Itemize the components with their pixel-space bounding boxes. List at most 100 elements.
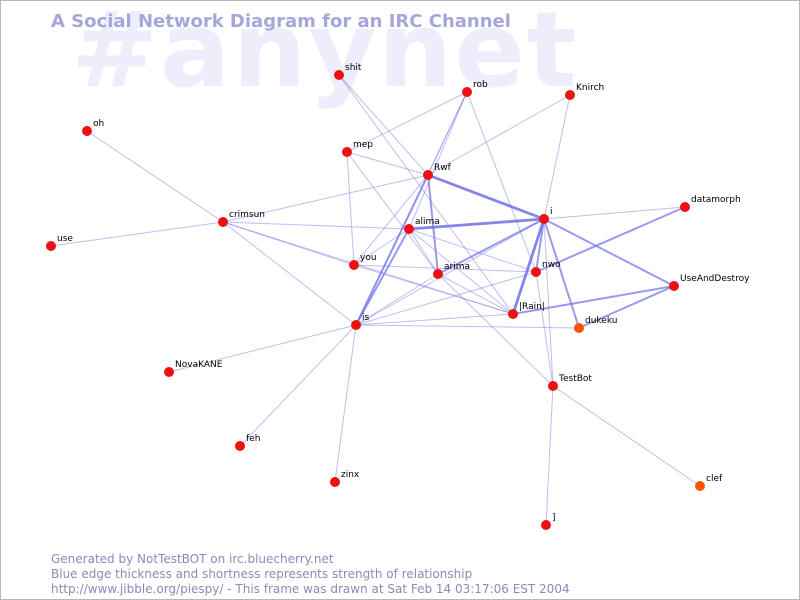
edge-TestBot-bracket bbox=[545, 385, 554, 526]
footer-frame-info: http://www.jibble.org/piespy/ - This fra… bbox=[51, 582, 570, 596]
edge-i-Rwf bbox=[427, 173, 545, 221]
edge-i-alima bbox=[408, 217, 545, 231]
edge-i-is bbox=[355, 218, 545, 326]
node-label: clef bbox=[706, 474, 723, 484]
edge-layer bbox=[50, 74, 701, 526]
node-label: arima bbox=[444, 262, 470, 272]
node-label: i bbox=[550, 207, 553, 217]
edge-rob-nwo bbox=[466, 91, 537, 273]
node-zinx: zinx bbox=[330, 470, 360, 487]
edge-Rwf-arima bbox=[427, 174, 439, 275]
node-dot bbox=[462, 87, 472, 97]
edge-Rwf-is bbox=[355, 174, 429, 326]
node-label: is bbox=[362, 313, 370, 323]
edge-nwo-datamorph bbox=[535, 206, 686, 273]
edge-Rwf-shit bbox=[338, 74, 429, 176]
edge-is-feh bbox=[239, 324, 357, 447]
edge-shit-Rainl bbox=[338, 74, 514, 315]
node-Knirch: Knirch bbox=[565, 83, 604, 100]
channel-watermark: #anynet bbox=[71, 0, 579, 111]
footer: Generated by NotTestBOT on irc.bluecherr… bbox=[51, 552, 570, 597]
node-label: |Rain| bbox=[519, 302, 545, 312]
edge-i-datamorph bbox=[543, 206, 686, 220]
edge-i-Rainl bbox=[511, 218, 546, 315]
edge-alima-nwo bbox=[408, 228, 537, 273]
node-label: UseAndDestroy bbox=[680, 274, 750, 284]
edge-nwo-is bbox=[355, 271, 537, 326]
node-dot bbox=[342, 147, 352, 157]
edge-rob-mep bbox=[346, 91, 468, 153]
edge-you-nwo bbox=[353, 264, 537, 273]
edge-TestBot-clef bbox=[552, 385, 701, 487]
edge-is-NovaKANE bbox=[168, 324, 357, 373]
node-label: use bbox=[57, 234, 73, 244]
node-dot bbox=[669, 281, 679, 291]
node-dot bbox=[235, 441, 245, 451]
edge-is-zinx bbox=[334, 324, 357, 483]
node-i: i bbox=[539, 207, 553, 224]
node-dot bbox=[680, 202, 690, 212]
node-label: rob bbox=[473, 80, 488, 90]
node-label: zinx bbox=[341, 470, 360, 480]
edge-Rwf-you bbox=[353, 174, 429, 266]
edge-alima-is bbox=[355, 228, 410, 326]
edge-alima-arima bbox=[408, 228, 439, 275]
node-use: use bbox=[46, 234, 73, 251]
node-dot bbox=[695, 481, 705, 491]
node-TestBot: TestBot bbox=[548, 374, 592, 391]
edge-alima-Rainl bbox=[408, 228, 514, 315]
edge-i-TestBot bbox=[543, 218, 554, 387]
node-label: TestBot bbox=[558, 374, 592, 384]
edge-nwo-TestBot bbox=[535, 271, 554, 387]
diagram-title: A Social Network Diagram for an IRC Chan… bbox=[51, 11, 511, 32]
node-dot bbox=[433, 269, 443, 279]
edge-Rwf-crimsun bbox=[222, 174, 429, 223]
node-UseAndDestroy: UseAndDestroy bbox=[669, 274, 750, 291]
node-arima: arima bbox=[433, 262, 470, 279]
footer-generated-by: Generated by NotTestBOT on irc.bluecherr… bbox=[51, 552, 334, 566]
node-dukeku: dukeku bbox=[574, 316, 617, 333]
edge-arima-is bbox=[355, 273, 439, 326]
node-dot bbox=[404, 224, 414, 234]
node-label: Rwf bbox=[434, 163, 452, 173]
edge-dukeku-is bbox=[355, 324, 580, 329]
node-feh: feh bbox=[235, 434, 260, 451]
footer-legend-note: Blue edge thickness and shortness repres… bbox=[51, 567, 473, 581]
node-dot bbox=[565, 90, 575, 100]
edge-arima-TestBot bbox=[437, 273, 554, 387]
node-label: dukeku bbox=[585, 316, 617, 326]
edge-mep-arima bbox=[346, 151, 439, 275]
node-dot bbox=[349, 260, 359, 270]
node-dot bbox=[164, 367, 174, 377]
node-label: shit bbox=[345, 63, 362, 73]
node-nwo: nwo bbox=[531, 260, 561, 277]
node-dot bbox=[541, 520, 551, 530]
node-label: ] bbox=[552, 513, 556, 523]
edge-use-crimsun bbox=[50, 221, 224, 247]
node-clef: clef bbox=[695, 474, 723, 491]
node-is: is bbox=[351, 313, 370, 330]
edge-i-arima bbox=[437, 218, 545, 275]
node-dot bbox=[334, 70, 344, 80]
edge-rob-is bbox=[355, 91, 468, 326]
edge-mep-you bbox=[346, 151, 355, 266]
edge-i-Knirch bbox=[543, 94, 571, 220]
edge-Rwf-Knirch bbox=[427, 94, 571, 176]
node-mep: mep bbox=[342, 140, 373, 157]
edge-crimsun-you bbox=[222, 221, 355, 266]
edge-alima-you bbox=[353, 228, 410, 266]
node-dot bbox=[351, 320, 361, 330]
edge-crimsun-alima bbox=[222, 221, 410, 230]
node-dot bbox=[508, 309, 518, 319]
edge-Rwf-rob bbox=[427, 91, 468, 176]
node-label: oh bbox=[93, 119, 104, 129]
node-you: you bbox=[349, 253, 377, 270]
edge-Rainl-is bbox=[355, 313, 514, 326]
node-dot bbox=[574, 323, 584, 333]
node-dot bbox=[46, 241, 56, 251]
edge-oh-crimsun bbox=[86, 130, 224, 223]
edge-Rwf-mep bbox=[346, 151, 429, 176]
node-dot bbox=[82, 126, 92, 136]
